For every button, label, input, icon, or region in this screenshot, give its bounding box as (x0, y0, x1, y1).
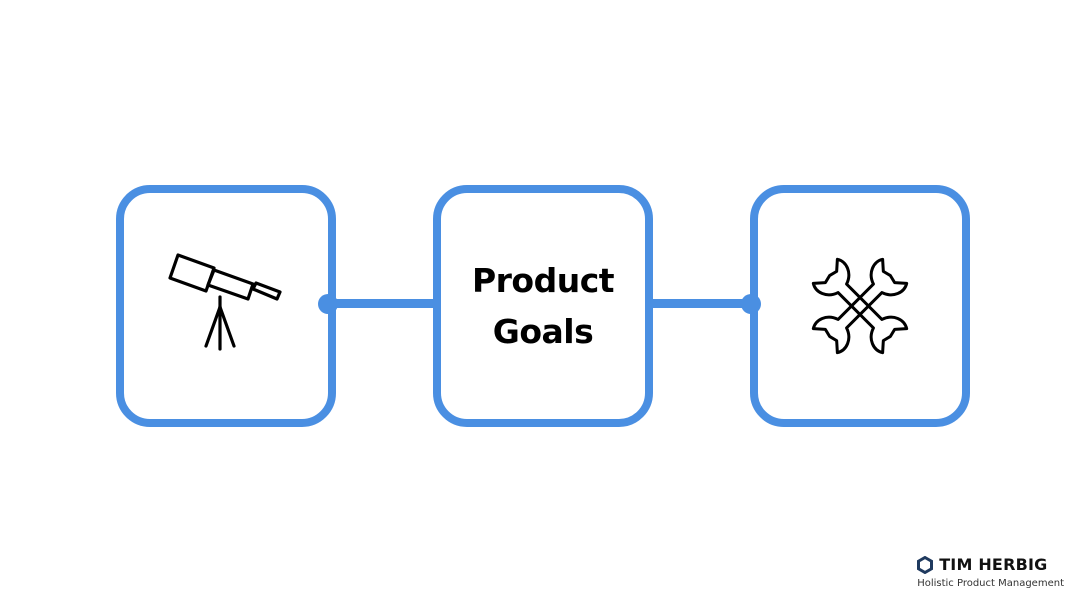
connector-right (645, 299, 750, 308)
telescope-icon (168, 253, 282, 351)
product-goals-line1: Product (471, 261, 615, 300)
connector-left (328, 299, 433, 308)
connector-dot-right (741, 294, 761, 314)
execution-box (750, 185, 970, 427)
product-goals-box: Product Goals (433, 185, 653, 427)
brand-tagline: Holistic Product Management (917, 578, 1064, 589)
connector-dot-left (318, 294, 338, 314)
vision-box (116, 185, 336, 427)
hexagon-logo-icon (917, 555, 934, 574)
product-goals-line2: Goals (492, 312, 594, 351)
product-goals-label: Product Goals (471, 255, 615, 357)
brand-mark: TIM HERBIG Holistic Product Management (917, 555, 1064, 589)
crossed-wrenches-icon (811, 257, 909, 355)
brand-name: TIM HERBIG (939, 555, 1048, 574)
